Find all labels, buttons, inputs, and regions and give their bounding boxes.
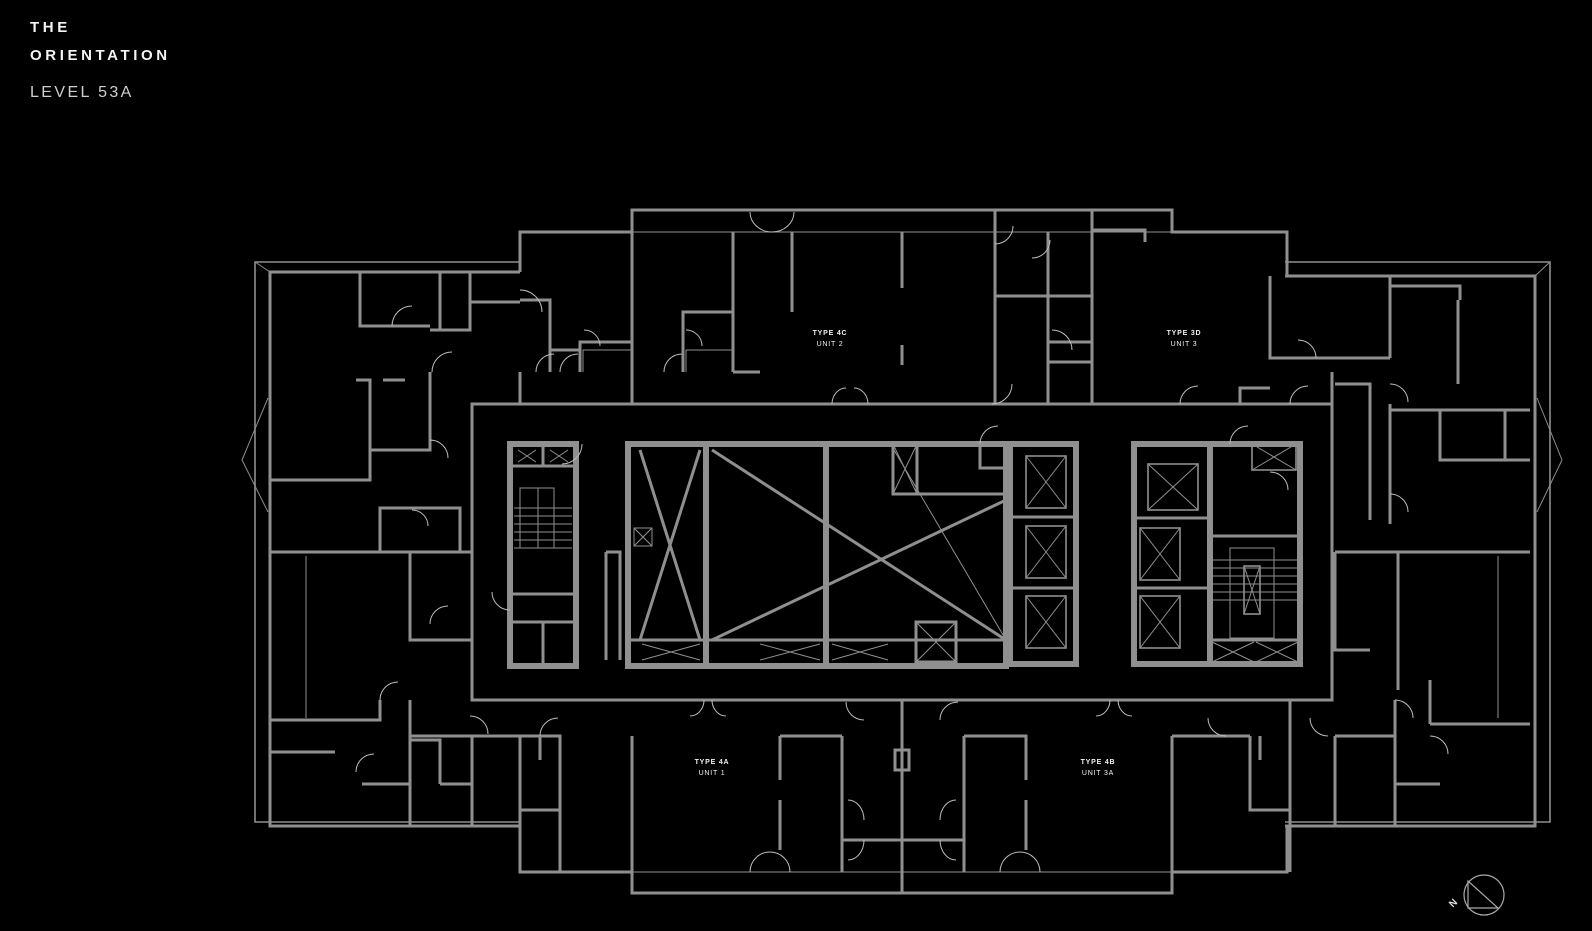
level-label: LEVEL 53A [30, 84, 134, 101]
unit-number: UNIT 1 [698, 770, 726, 777]
title-block: THE ORIENTATION LEVEL 53A [30, 14, 171, 102]
title-line-2: ORIENTATION [30, 47, 171, 64]
building-envelope [241, 208, 1563, 895]
corridor [428, 372, 1334, 702]
core-left-stair [507, 441, 579, 669]
upper-partitions [358, 210, 1530, 524]
unit-number: UNIT 3 [1170, 341, 1198, 348]
north-arrow-icon [1463, 874, 1505, 916]
unit-label-type-4a: TYPE 4A UNIT 1 [695, 757, 730, 779]
title-line-1: THE [30, 19, 71, 36]
core-elevators-right [1131, 441, 1303, 667]
door-swings [355, 211, 1449, 873]
unit-label-type-4c: TYPE 4C UNIT 2 [813, 328, 848, 350]
core-shafts [604, 441, 1009, 669]
unit-label-type-4b: TYPE 4B UNIT 3A [1081, 757, 1116, 779]
left-partitions [270, 372, 562, 872]
unit-type: TYPE 4B [1080, 759, 1116, 766]
unit-number: UNIT 3A [1081, 770, 1115, 777]
unit-type: TYPE 4C [812, 330, 848, 337]
unit-number: UNIT 2 [816, 341, 844, 348]
unit-type: TYPE 3D [1166, 330, 1202, 337]
core-elevators-left [1007, 441, 1079, 667]
unit-label-type-3d: TYPE 3D UNIT 3 [1167, 328, 1202, 350]
lower-partitions [630, 550, 1530, 893]
unit-type: TYPE 4A [694, 759, 730, 766]
